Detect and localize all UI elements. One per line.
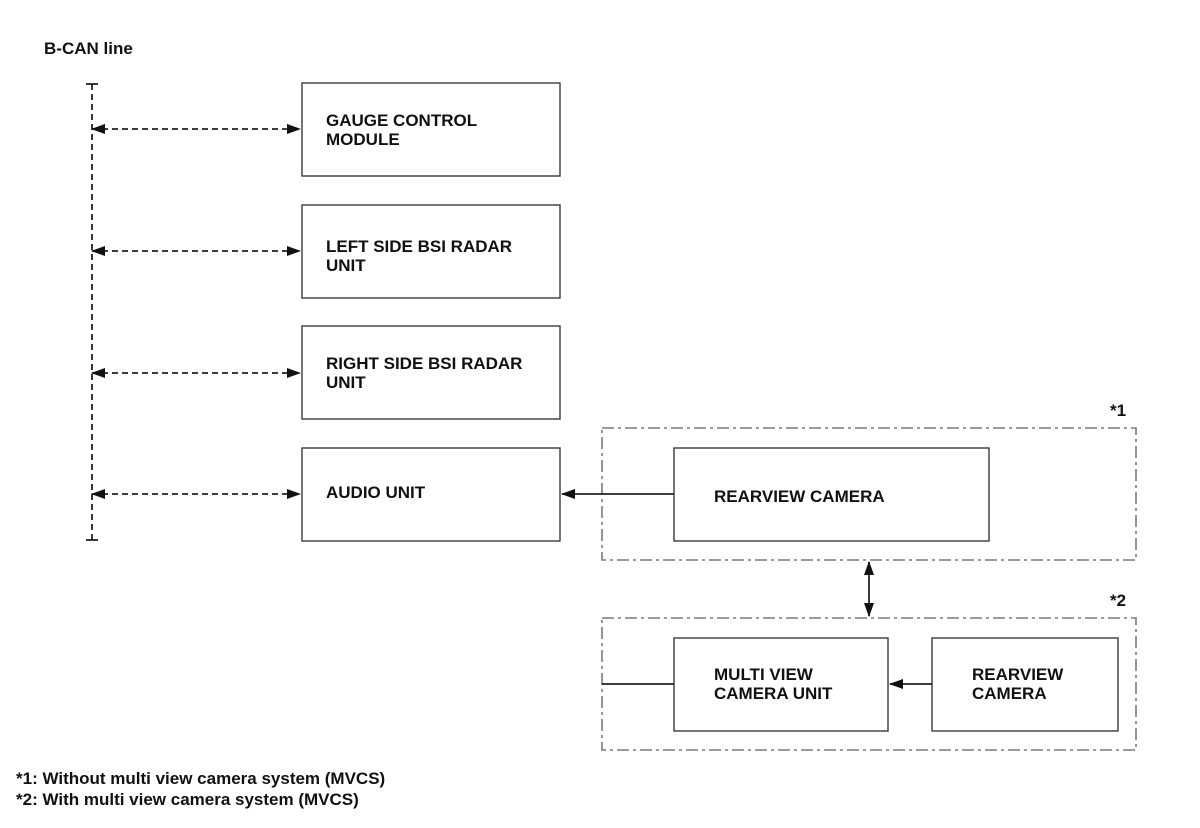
right-side-bsi-radar-unit-box: RIGHT SIDE BSI RADAR UNIT <box>301 325 561 420</box>
audio-unit-box: AUDIO UNIT <box>301 447 561 542</box>
box-label-line: AUDIO UNIT <box>326 483 426 502</box>
group-marker-2: *2 <box>1110 591 1126 610</box>
bus-label: B-CAN line <box>44 39 133 58</box>
box-label-line: LEFT SIDE BSI RADAR <box>326 237 512 256</box>
svg-text:GAUGE CONTROL MODULE: GAUGE CONTROL MODULE <box>326 111 482 149</box>
footnote-1: *1: Without multi view camera system (MV… <box>16 769 385 788</box>
svg-text:AUDIO UNIT: AUDIO UNIT <box>326 483 426 502</box>
gauge-control-module-box: GAUGE CONTROL MODULE <box>301 82 561 177</box>
svg-text:REARVIEW CAMERA: REARVIEW CAMERA <box>714 487 885 506</box>
left-side-bsi-radar-unit-box: LEFT SIDE BSI RADAR UNIT <box>301 204 561 299</box>
box-label-line: RIGHT SIDE BSI RADAR <box>326 354 522 373</box>
box-label-line: CAMERA <box>972 684 1047 703</box>
rearview-camera-box-2: REARVIEW CAMERA <box>931 637 1119 732</box>
box-label-line: UNIT <box>326 256 366 275</box>
svg-text:RIGHT SIDE BSI RADAR UNI: RIGHT SIDE BSI RADAR UNIT <box>326 354 527 392</box>
svg-text:LEFT SIDE BSI RADAR UNIT: LEFT SIDE BSI RADAR UNIT <box>326 237 517 275</box>
footnote-2: *2: With multi view camera system (MVCS) <box>16 790 359 809</box>
svg-text:REARVIEW CAMERA: REARVIEW CAMERA <box>972 665 1068 703</box>
group-marker-1: *1 <box>1110 401 1126 420</box>
svg-text:MULTI VIEW CAMERA UNIT: MULTI VIEW CAMERA UNIT <box>714 665 833 703</box>
box-label-line: UNIT <box>326 373 366 392</box>
box-label-line: REARVIEW CAMERA <box>714 487 885 506</box>
b-can-bus-line <box>86 83 98 541</box>
box-label-line: GAUGE CONTROL <box>326 111 477 130</box>
box-label-line: MULTI VIEW <box>714 665 814 684</box>
box-label-line: CAMERA UNIT <box>714 684 833 703</box>
rearview-camera-box-1: REARVIEW CAMERA <box>673 447 990 542</box>
box-label-line: MODULE <box>326 130 400 149</box>
multi-view-camera-unit-box: MULTI VIEW CAMERA UNIT <box>673 637 889 732</box>
box-label-line: REARVIEW <box>972 665 1064 684</box>
